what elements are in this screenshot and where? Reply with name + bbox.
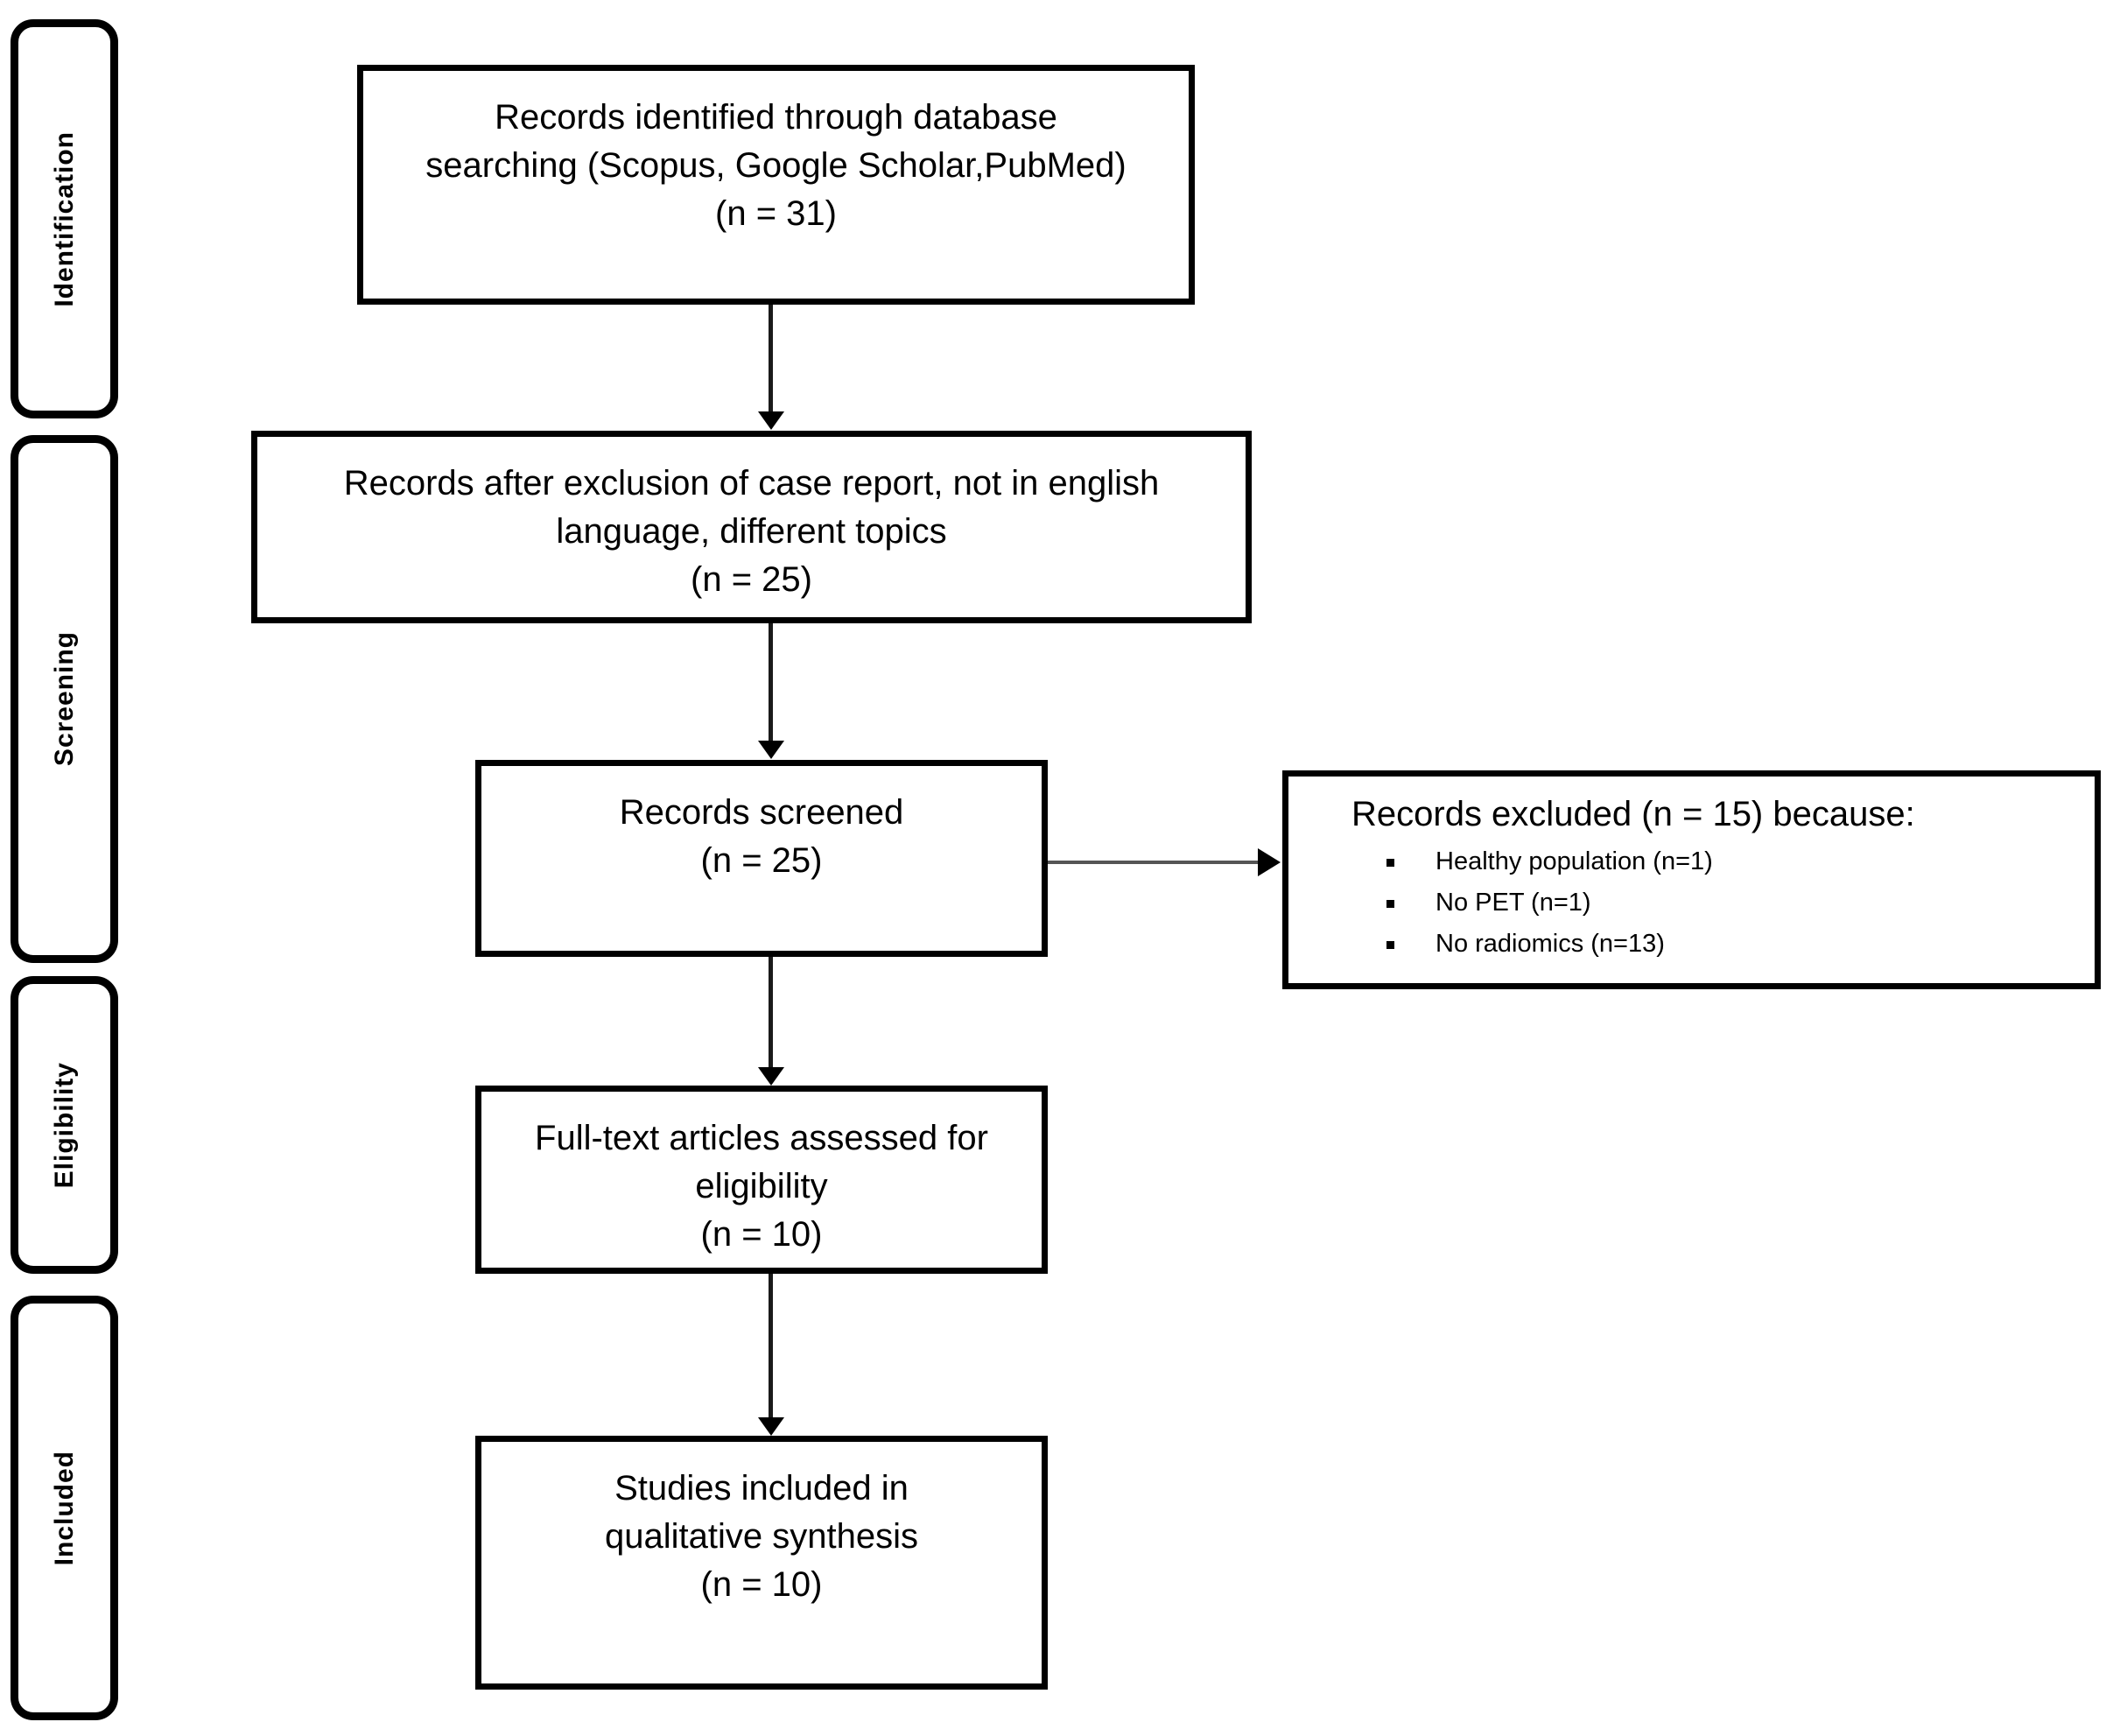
box-studies-included: Studies included in qualitative synthesi… [475,1436,1048,1690]
reason-label: No radiomics (n=13) [1436,929,1665,958]
box-records-after-exclusion: Records after exclusion of case report, … [251,431,1252,623]
stage-bracket-eligibility: Eligibility [11,976,118,1274]
records-excluded-reason-list: Healthy population (n=1) No PET (n=1) No… [1351,841,1713,965]
box-records-after-exclusion-line-2: language, different topics [556,512,947,552]
box-records-screened-line-2: (n = 25) [700,841,823,881]
box-records-excluded-heading: Records excluded (n = 15) because: [1351,795,1915,833]
arrow-after-exclusion-to-screened [769,623,773,742]
box-records-identified: Records identified through database sear… [357,65,1195,305]
bullet-square-icon [1386,940,1394,949]
box-studies-included-line-3: (n = 10) [700,1565,823,1605]
box-records-identified-line-1: Records identified through database [495,98,1057,137]
box-records-excluded: Records excluded (n = 15) because: Healt… [1282,770,2101,989]
box-records-screened-line-1: Records screened [619,793,904,832]
stage-label-identification: Identification [49,130,79,307]
list-item: No PET (n=1) [1386,882,1713,924]
arrow-screened-to-excluded [1048,861,1260,864]
stage-label-screening: Screening [49,631,79,767]
stage-bracket-included: Included [11,1296,118,1720]
box-records-identified-line-3: (n = 31) [715,194,837,234]
box-full-text-assessed-line-3: (n = 10) [700,1215,823,1255]
arrow-full-text-to-included [769,1274,773,1419]
arrow-screened-to-full-text [769,957,773,1069]
box-records-after-exclusion-line-1: Records after exclusion of case report, … [343,464,1160,503]
reason-label: No PET (n=1) [1436,888,1591,917]
arrow-identified-to-after-exclusion [769,305,773,413]
box-full-text-assessed-line-2: eligibility [695,1167,828,1206]
stage-label-eligibility: Eligibility [49,1061,79,1189]
list-item: No radiomics (n=13) [1386,924,1713,965]
box-records-identified-line-2: searching (Scopus, Google Scholar,PubMed… [425,146,1127,186]
stage-bracket-identification: Identification [11,19,118,418]
reason-label: Healthy population (n=1) [1436,847,1713,875]
bullet-square-icon [1386,859,1394,867]
list-item: Healthy population (n=1) [1386,841,1713,882]
bullet-square-icon [1386,899,1394,908]
stage-bracket-screening: Screening [11,435,118,963]
box-studies-included-line-2: qualitative synthesis [605,1517,918,1557]
box-full-text-assessed-line-1: Full-text articles assessed for [535,1119,988,1157]
box-records-screened: Records screened (n = 25) [475,760,1048,957]
box-studies-included-line-1: Studies included in [614,1469,909,1508]
stage-label-included: Included [49,1450,79,1566]
box-records-after-exclusion-line-3: (n = 25) [691,560,812,600]
box-full-text-assessed: Full-text articles assessed for eligibil… [475,1086,1048,1274]
